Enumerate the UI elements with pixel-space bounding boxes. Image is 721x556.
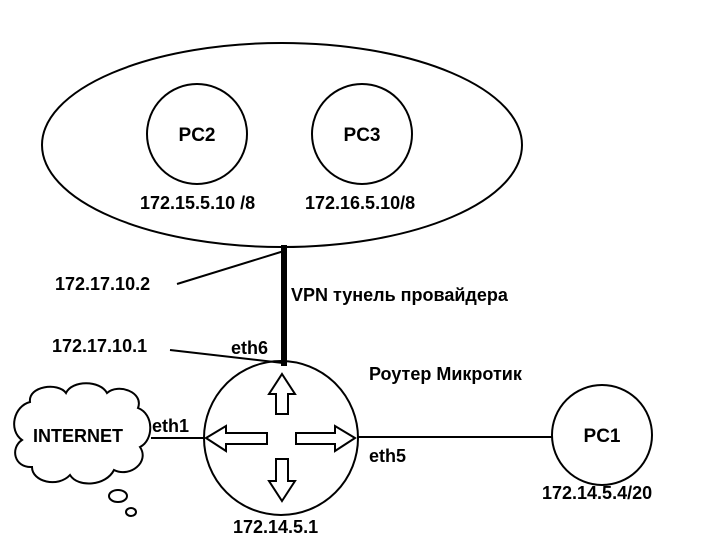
router-arrow-right-icon: [295, 424, 357, 453]
router-arrow-left-icon: [204, 424, 268, 453]
vpn-remote-ip-label: 172.17.10.2: [55, 274, 150, 294]
pc2-label: PC2: [179, 125, 216, 146]
pc1-ip-label: 172.14.5.4/20: [542, 483, 652, 503]
vpn-local-ip-label: 172.17.10.1: [52, 336, 147, 356]
eth1-label: eth1: [152, 416, 189, 436]
pc3-node: [311, 83, 413, 185]
eth5-label: eth5: [369, 446, 406, 466]
router-name-label: Роутер Микротик: [369, 364, 523, 384]
pc1-label: PC1: [584, 426, 621, 447]
pc2-node: [146, 83, 248, 185]
router-arrow-up-icon: [267, 372, 297, 415]
router-node: [203, 360, 359, 516]
vpn-local-ip-leader: [169, 349, 284, 364]
eth6-label: eth6: [231, 338, 268, 358]
remote-network-ellipse: [41, 42, 523, 248]
router-arrow-down-icon: [267, 458, 297, 503]
pc3-label: PC3: [344, 125, 381, 146]
pc2-ip-label: 172.15.5.10 /8: [140, 193, 255, 213]
internet-cloud-bubble-large: [108, 489, 128, 503]
internet-label: INTERNET: [33, 426, 123, 446]
vpn-remote-ip-leader: [176, 250, 285, 285]
internet-cloud-bubble-small: [125, 507, 137, 517]
vpn-tunnel-label: VPN тунель провайдера: [291, 285, 509, 305]
pc3-ip-label: 172.16.5.10/8: [305, 193, 415, 213]
router-ip-label: 172.14.5.1: [233, 517, 318, 537]
pc1-node: [551, 384, 653, 486]
internet-cloud-icon: [13, 382, 152, 485]
